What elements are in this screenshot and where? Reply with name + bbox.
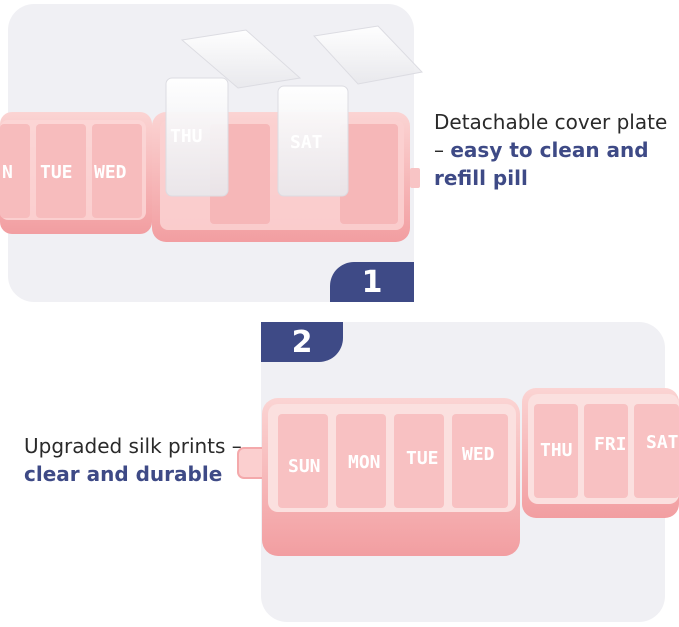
day-label: SUN (288, 456, 321, 477)
caption-text: Upgraded silk prints – (24, 434, 242, 458)
day-label: FRI (594, 434, 627, 455)
day-label: TUE (40, 162, 73, 183)
caption-highlight: easy to clean and refill pill (434, 138, 649, 190)
day-label: THU (540, 440, 573, 461)
day-label: WED (94, 162, 127, 183)
day-label: SAT (290, 132, 323, 153)
day-label: N (2, 162, 13, 183)
day-label: TUE (406, 448, 439, 469)
feature-caption-2: Upgraded silk prints – clear and durable (24, 432, 244, 488)
pill-case-open (0, 25, 423, 242)
feature-caption-1: Detachable cover plate – easy to clean a… (434, 108, 674, 192)
pill-case-closed (237, 388, 679, 556)
step-badge-1: 1 (330, 262, 414, 302)
step-badge-2: 2 (261, 322, 343, 362)
day-label: MON (348, 452, 381, 473)
day-label: SAT (646, 432, 679, 453)
caption-highlight: clear and durable (24, 462, 223, 486)
day-label: THU (170, 126, 203, 147)
caption-text: Detachable cover plate – (434, 110, 668, 162)
day-label: WED (462, 444, 495, 465)
